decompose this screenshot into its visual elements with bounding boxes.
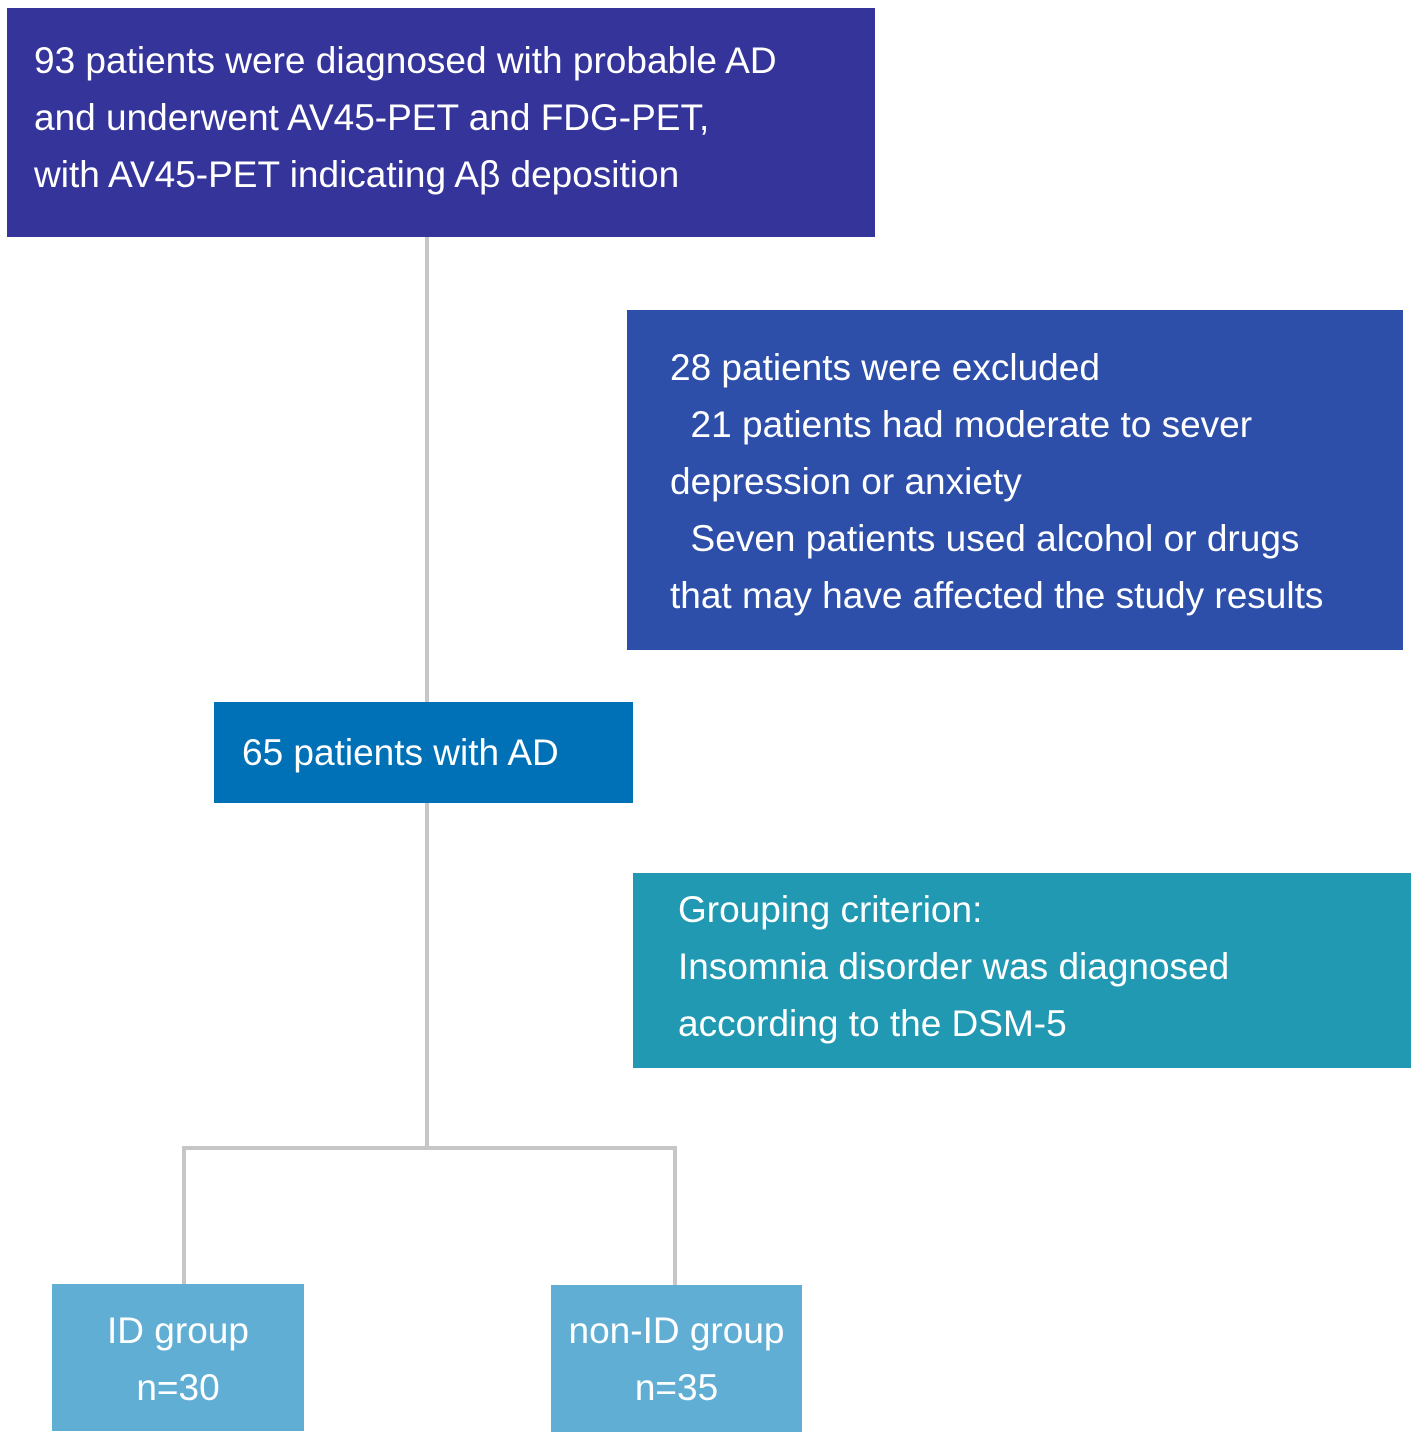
exclusion-line-2: 21 patients had moderate to sever: [670, 404, 1253, 445]
included-label: 65 patients with AD: [242, 732, 559, 773]
grouping-line-3: according to the DSM-5: [678, 1003, 1067, 1044]
screening-line-3: with AV45-PET indicating Aβ deposition: [34, 154, 680, 195]
non-id-group-box: non-ID group n=35: [551, 1285, 802, 1432]
non-id-group-name: non-ID group: [568, 1310, 785, 1351]
exclusion-line-4: Seven patients used alcohol or drugs: [670, 518, 1300, 559]
exclusion-line-1: 28 patients were excluded: [670, 347, 1100, 388]
id-group-count: n=30: [136, 1367, 220, 1408]
non-id-group-count: n=35: [634, 1367, 719, 1408]
exclusion-line-3: depression or anxiety: [670, 461, 1022, 502]
screening-line-2: and underwent AV45-PET and FDG-PET,: [34, 97, 710, 138]
screening-box: 93 patients were diagnosed with probable…: [7, 8, 875, 237]
exclusion-line-5: that may have affected the study results: [670, 575, 1324, 616]
id-group-box: ID group n=30: [52, 1284, 304, 1431]
exclusion-box: 28 patients were excluded 21 patients ha…: [627, 310, 1403, 650]
id-group-name: ID group: [107, 1310, 249, 1351]
included-patients-box: 65 patients with AD: [214, 702, 633, 803]
grouping-criterion-box: Grouping criterion: Insomnia disorder wa…: [633, 873, 1411, 1068]
screening-line-1: 93 patients were diagnosed with probable…: [34, 40, 777, 81]
grouping-line-2: Insomnia disorder was diagnosed: [678, 946, 1230, 987]
grouping-line-1: Grouping criterion:: [678, 889, 983, 930]
